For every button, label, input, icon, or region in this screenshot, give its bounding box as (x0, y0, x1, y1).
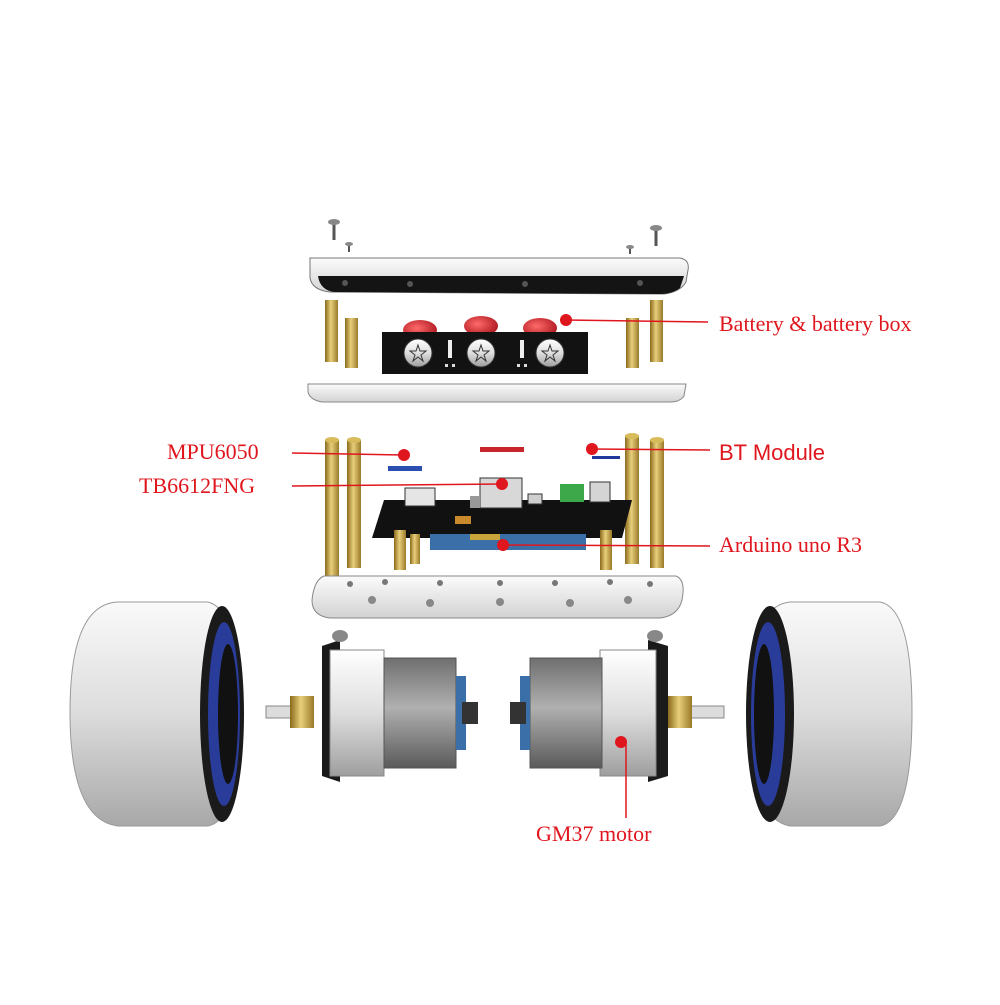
label-bt-module: BT Module (719, 440, 825, 465)
right-wheel (746, 601, 913, 827)
top-screws (328, 219, 662, 254)
label-tb6612fng: TB6612FNG (139, 473, 256, 498)
left-wheel (69, 601, 244, 827)
callout-arduino (497, 539, 711, 551)
left-motor (265, 630, 478, 782)
main-pcb (372, 477, 632, 538)
callout-motor (615, 736, 627, 818)
lower-standoffs (325, 433, 664, 578)
base-plate (311, 575, 684, 619)
label-arduino: Arduino uno R3 (719, 532, 862, 557)
top-plate (309, 257, 689, 295)
pcb-standoffs (394, 530, 612, 570)
label-mpu6050: MPU6050 (167, 439, 259, 464)
right-motor (510, 630, 725, 782)
callout-battery (560, 314, 709, 326)
upper-standoffs (325, 300, 663, 368)
label-motor: GM37 motor (536, 821, 652, 846)
mpu6050-module (388, 466, 422, 471)
middle-plate (307, 383, 687, 403)
callout-tb6612fng (291, 478, 508, 490)
bt-module (480, 447, 620, 459)
callout-bt-module (586, 443, 711, 455)
battery-box (382, 316, 588, 374)
label-battery: Battery & battery box (719, 311, 912, 336)
callout-mpu6050 (291, 449, 410, 461)
